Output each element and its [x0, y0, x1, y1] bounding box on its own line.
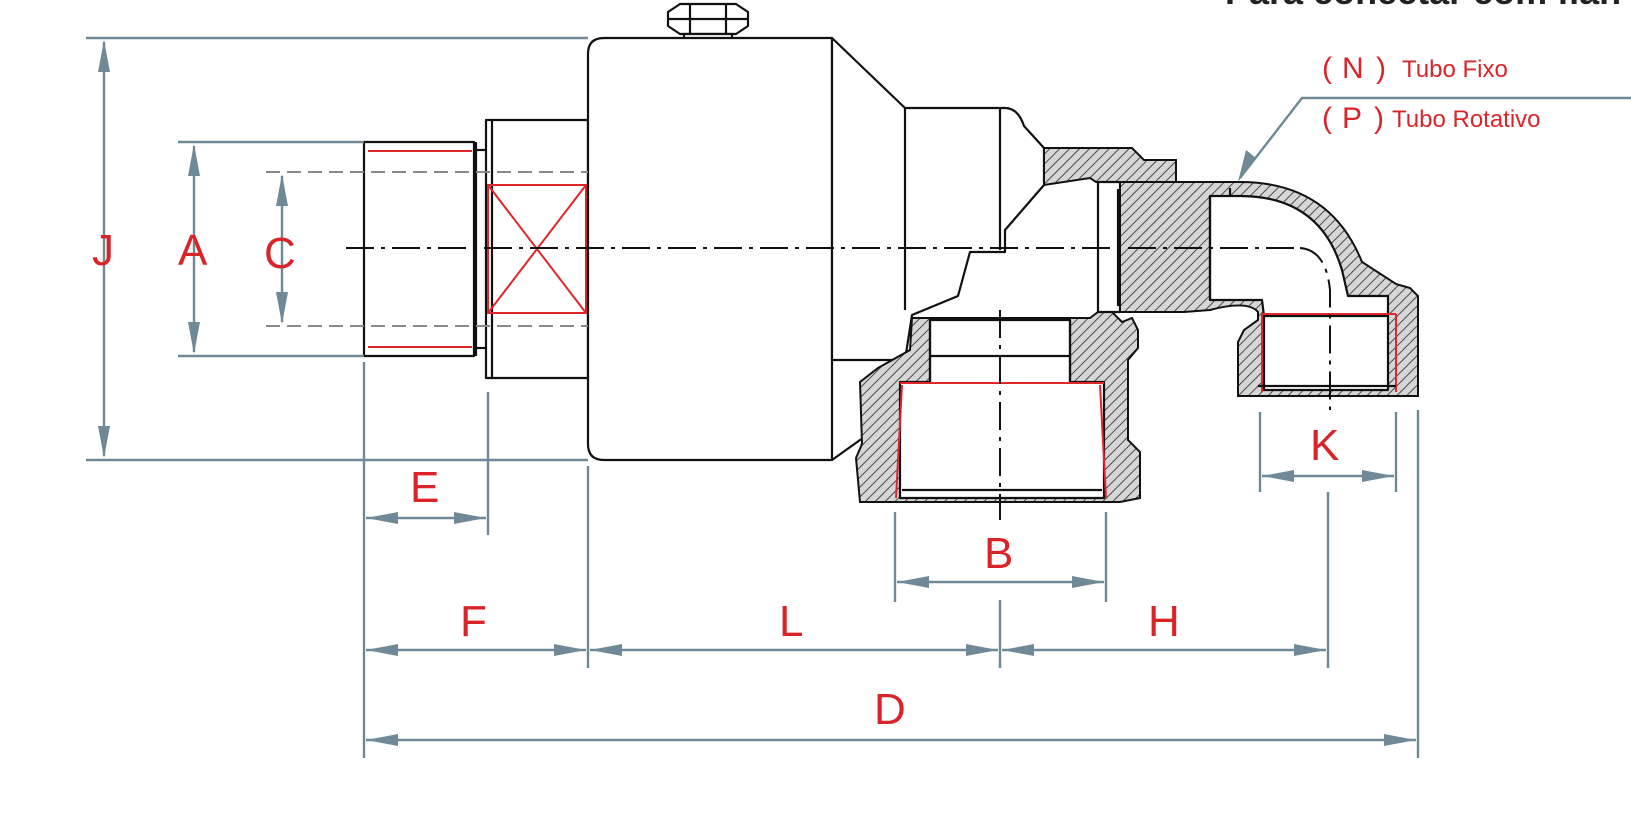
center-lines: [346, 247, 1331, 520]
dim-label-e: E: [410, 463, 439, 512]
dim-label-b: B: [984, 529, 1013, 578]
dim-label-h: H: [1148, 597, 1180, 646]
tube-legend: ( N ) Tubo Fixo ( P ) Tubo Rotativo: [1322, 52, 1541, 135]
legend-p-close-paren: ): [1374, 102, 1384, 135]
joint-body: [362, 2, 1046, 462]
dim-label-l: L: [779, 597, 803, 646]
legend-n-code: N: [1342, 52, 1364, 85]
dimension-labels: J A C E F L B H K D: [92, 226, 1339, 734]
header-text: Para conectar com flan: [1225, 0, 1621, 12]
main-housing: [586, 36, 834, 462]
legend-n-open-paren: (: [1322, 52, 1332, 85]
legend-n-close-paren: ): [1376, 52, 1386, 85]
leader-line: [1239, 96, 1631, 179]
dimension-lines: [86, 36, 1631, 758]
dim-label-k: K: [1310, 421, 1339, 470]
legend-p-text: Tubo Rotativo: [1392, 106, 1541, 133]
taper-neck: [830, 36, 1046, 362]
section-view: [854, 147, 1419, 503]
upper-section: [1043, 147, 1177, 187]
legend-p-open-paren: (: [1322, 102, 1332, 135]
hidden-lines: [266, 171, 588, 327]
dim-label-d: D: [874, 685, 906, 734]
dim-label-j: J: [92, 226, 114, 275]
dim-label-f: F: [460, 597, 487, 646]
hex-plug: [666, 2, 750, 43]
dim-label-a: A: [178, 226, 208, 275]
legend-p-code: P: [1342, 102, 1362, 135]
dim-label-c: C: [264, 229, 296, 278]
legend-n-text: Tubo Fixo: [1402, 56, 1508, 83]
